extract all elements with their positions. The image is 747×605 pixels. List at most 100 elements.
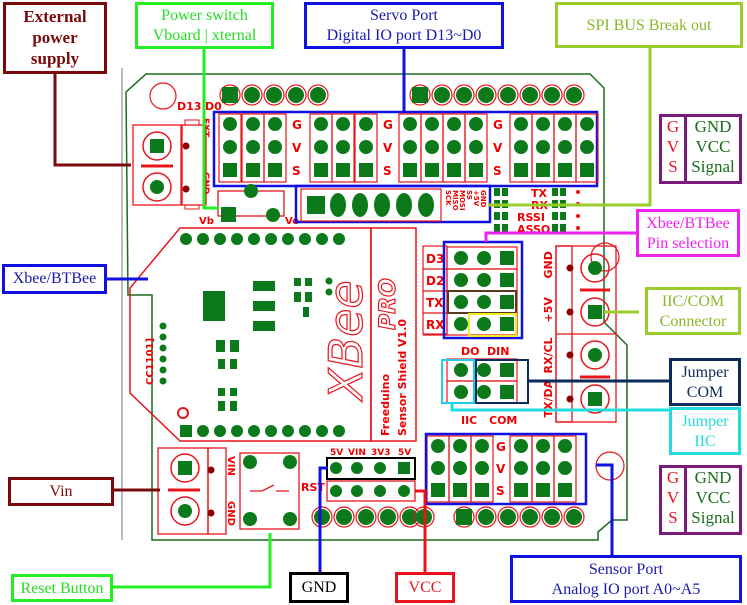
top-arduino-header [219, 84, 585, 106]
pad-round [231, 233, 243, 245]
pad-ring [563, 506, 585, 528]
pad-round [558, 461, 572, 475]
pad-round [358, 509, 374, 525]
callout-iic-com-connector: IIC/COM Connector [645, 287, 741, 335]
callout-vin: Vin [8, 477, 114, 506]
pad-round [248, 425, 260, 437]
led-dot [576, 214, 580, 218]
pad-round [477, 317, 491, 331]
pad-round [558, 117, 572, 131]
pad-round [544, 509, 560, 525]
silk-ve: Ve [285, 216, 299, 227]
pad-round [402, 509, 418, 525]
pad-round [514, 439, 528, 453]
silk-din: DIN [487, 345, 509, 358]
pad-round [478, 509, 494, 525]
legend-gvs-bottom: G V S GND VCC Signal [659, 465, 742, 535]
pad-round [566, 509, 582, 525]
pad-square [500, 317, 514, 331]
callout-power-switch: Power switch Vboard | xternal [135, 2, 274, 49]
callout-gnd: GND [289, 572, 349, 603]
rx-jumper-highlight [468, 313, 517, 337]
callout-xbee: Xbee/BTBee [2, 264, 107, 294]
silk-connector-label: +5V [542, 297, 555, 323]
pad-round [536, 140, 550, 154]
led-pad [494, 188, 500, 196]
pad-square [500, 295, 514, 309]
sensor-column [470, 435, 494, 503]
pad-square [246, 163, 260, 177]
pad-round [469, 117, 483, 131]
pad-round [522, 509, 538, 525]
pad-square [412, 87, 428, 103]
silk-gvs-s: S [493, 164, 502, 178]
pad-round [500, 87, 516, 103]
silk-do: DO [461, 345, 479, 358]
pad-ring [497, 84, 519, 106]
pad-oval [396, 193, 412, 217]
pad-square [500, 385, 514, 399]
callout-servo-port: Servo Port Digital IO port D13~D0 [304, 2, 504, 49]
pad-round [431, 439, 445, 453]
vin-terminal [157, 447, 227, 535]
pad-round [500, 509, 516, 525]
pad-round [231, 425, 243, 437]
pad-oval [374, 193, 390, 217]
pad-round [299, 425, 311, 437]
led-pad [560, 212, 566, 220]
pad-square [223, 163, 237, 177]
pad-round [558, 140, 572, 154]
pad-ring [307, 84, 329, 106]
pad-round [469, 140, 483, 154]
pad-round [566, 87, 582, 103]
pad-ring [541, 84, 563, 106]
silk-connector-label: RX/CL [542, 337, 555, 373]
pad-ring [453, 506, 475, 528]
spi-header [307, 193, 434, 217]
pad-round [425, 140, 439, 154]
led-dot [576, 226, 580, 230]
silk-gvs-g: G [493, 118, 503, 132]
silk-gvs-g: G [292, 118, 302, 132]
pad-round [351, 462, 363, 474]
servo-column [464, 113, 488, 183]
legend-gvs-top: G V S GND VCC Signal [659, 114, 742, 184]
silk-gvs-s: S [292, 164, 301, 178]
pad-round [223, 117, 237, 131]
pad-square [536, 163, 550, 177]
pad-round [330, 485, 342, 497]
pad-round [454, 273, 468, 287]
pad-round [299, 233, 311, 245]
silk-pinsel-label: TX [426, 296, 444, 310]
pad-round [333, 233, 345, 245]
servo-column [575, 113, 599, 183]
pad-square [453, 483, 467, 497]
xbee-module [129, 227, 417, 442]
pad-round [246, 140, 260, 154]
iic-com-jumper-block [446, 358, 518, 404]
silk-gvs-v: V [292, 141, 302, 155]
pad-round [456, 87, 472, 103]
silk-xbee-signal: RSSI [517, 211, 545, 224]
pad-round [359, 140, 373, 154]
silk-cc1101: CC1101] [145, 338, 156, 385]
silk-power-label: VIN [348, 448, 366, 458]
callout-external-power: External power supply [3, 2, 107, 74]
pad-round [316, 425, 328, 437]
jumper-iic-highlight [441, 359, 475, 404]
xbee-logo: XBee [319, 280, 373, 402]
pad-square [268, 163, 282, 177]
sensor-port: GVS [426, 435, 577, 503]
iic-com-connector [555, 245, 617, 423]
bottom-arduino-header [311, 506, 585, 528]
pad-round [180, 233, 192, 245]
callout-spi-bus: SPI BUS Break out [555, 2, 743, 48]
silk-gvs-g: G [383, 118, 393, 132]
pad-square [558, 483, 572, 497]
pad-square [431, 483, 445, 497]
pad-oval [352, 193, 368, 217]
power-switch [217, 184, 285, 222]
silk-freeduino: Freeduino [379, 374, 392, 436]
